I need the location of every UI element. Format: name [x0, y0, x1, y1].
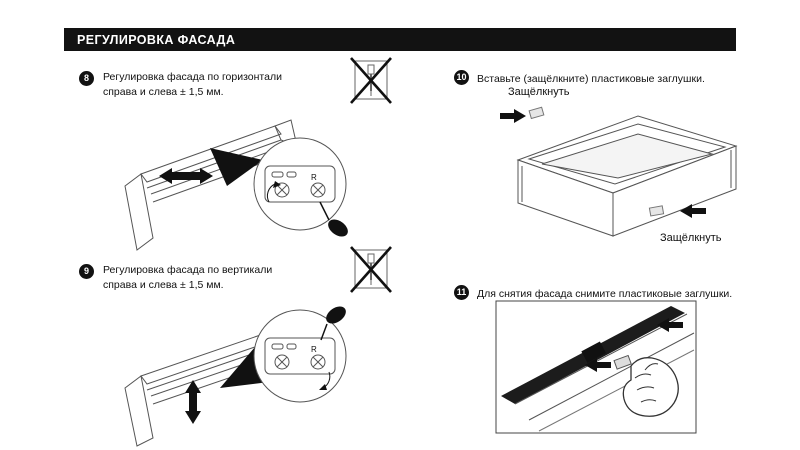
snap-in-label-top: Защёлкнуть — [508, 86, 570, 98]
step-9-number: 9 — [83, 266, 89, 276]
step-9-badge: 9 — [79, 264, 94, 279]
screwdriver-tool-icon — [328, 219, 348, 237]
step-8-number: 8 — [83, 73, 89, 83]
step-11-badge: 11 — [454, 285, 469, 300]
plastic-plug-top — [528, 106, 545, 120]
vertical-adjust-arrow — [185, 380, 201, 424]
screwdriver-tool-icon — [326, 306, 346, 324]
drawer-side-rail — [140, 125, 282, 183]
hand-icon — [622, 357, 679, 417]
horizontal-adjustment-illustration: R — [124, 119, 348, 251]
drawer-interior-bottom — [541, 133, 714, 179]
step-10-text: Вставьте (защёлкните) пластиковые заглуш… — [477, 73, 705, 85]
vertical-adjustment-illustration: R — [124, 306, 347, 447]
drawer-facade — [124, 375, 154, 447]
plastic-plug-in-hand — [613, 354, 632, 370]
no-power-tool-icon — [350, 246, 392, 293]
horizontal-adjust-arrow — [159, 168, 213, 184]
adjustment-plate — [264, 165, 336, 203]
plate-marking-label: R — [311, 345, 317, 354]
plug-insertion-illustration — [500, 106, 738, 237]
step-9-text: Регулировка фасада по вертикали справа и… — [103, 264, 273, 291]
remove-arrow-top — [657, 318, 683, 332]
plastic-plug-bottom — [648, 205, 665, 217]
page-title: РЕГУЛИРОВКА ФАСАДА — [77, 32, 236, 47]
no-power-tool-icon — [350, 57, 392, 104]
drawer-facade — [124, 173, 154, 251]
remove-arrow-hand — [585, 358, 611, 372]
snap-in-label-bottom: Защёлкнуть — [660, 232, 722, 244]
plate-marking-label: R — [311, 173, 317, 182]
page-title-bar: РЕГУЛИРОВКА ФАСАДА — [64, 28, 736, 51]
insert-arrow-top — [500, 109, 526, 123]
adjustment-plate — [264, 337, 336, 375]
step-10-number: 10 — [456, 72, 467, 82]
step-11-text: Для снятия фасада снимите пластиковые за… — [477, 288, 733, 300]
plug-removal-illustration — [495, 300, 697, 434]
plug-hole — [581, 341, 606, 363]
rotate-arrow — [266, 183, 276, 203]
drawer-front-right-face — [612, 145, 737, 237]
step-8-badge: 8 — [79, 71, 94, 86]
step-10-badge: 10 — [454, 70, 469, 85]
step-8-text: Регулировка фасада по горизонтали справа… — [103, 71, 282, 98]
step-11-number: 11 — [456, 287, 467, 297]
callout-wedge — [210, 148, 263, 186]
insert-arrow-bottom — [680, 204, 706, 218]
